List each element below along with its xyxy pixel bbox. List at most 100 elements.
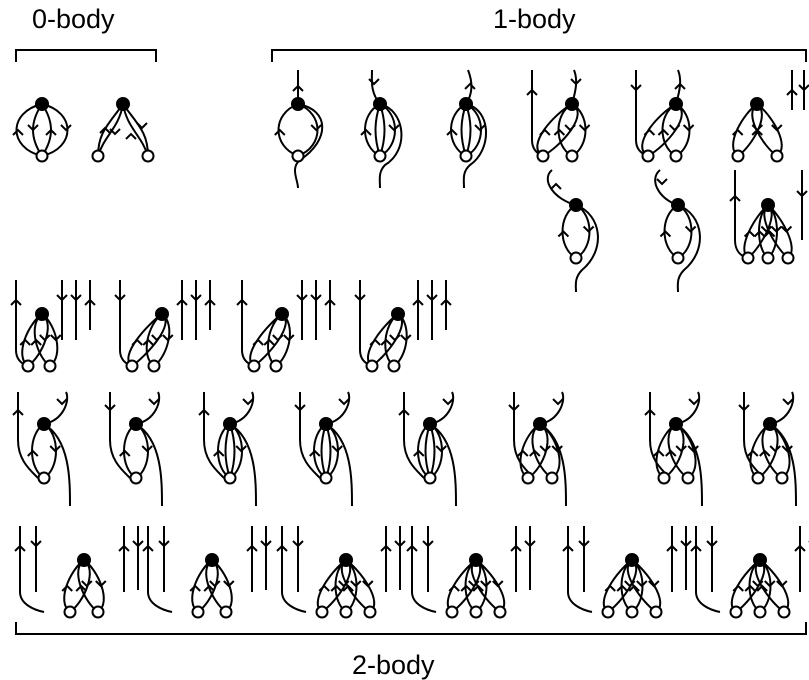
propagator-line (514, 392, 534, 478)
reference-vertex (567, 151, 578, 162)
bracket-2-body (16, 622, 806, 634)
reference-vertex (221, 607, 232, 618)
arrow-up-icon (540, 130, 550, 135)
reference-vertex (93, 151, 104, 162)
interaction-vertex (764, 418, 776, 430)
arrow-down-icon (369, 79, 379, 84)
reference-vertex (743, 253, 754, 264)
diagram-2body-r4-4 (295, 392, 352, 506)
arrow-down-icon (565, 125, 575, 130)
reference-vertex (763, 253, 774, 264)
diagram-2body-r3-2 (115, 280, 215, 372)
propagator-line (380, 104, 385, 156)
propagator-line (230, 424, 235, 478)
interaction-vertex (206, 554, 218, 566)
interaction-vertex (470, 554, 482, 566)
propagator-line (412, 526, 436, 612)
propagator-line (568, 526, 592, 612)
diagram-1body-5 (631, 70, 694, 162)
arrow-down-icon (149, 399, 159, 404)
reference-vertex (777, 473, 788, 484)
propagator-line (426, 424, 431, 478)
reference-vertex (659, 473, 670, 484)
interaction-vertex (224, 418, 236, 430)
interaction-vertex (626, 554, 638, 566)
propagator-line (696, 526, 720, 612)
propagator-line (123, 104, 148, 156)
reference-vertex (471, 607, 482, 618)
interaction-vertex (36, 308, 48, 320)
reference-vertex (651, 607, 662, 618)
reference-vertex (538, 151, 549, 162)
reference-vertex (461, 151, 472, 162)
interaction-vertex (36, 98, 48, 110)
reference-vertex (447, 607, 458, 618)
reference-vertex (193, 607, 204, 618)
reference-vertex (143, 151, 154, 162)
interaction-vertex (534, 418, 546, 430)
interaction-vertex (424, 418, 436, 430)
reference-vertex (731, 607, 742, 618)
reference-vertex (547, 473, 558, 484)
diagram-2body-r5-5 (563, 526, 691, 618)
reference-vertex (753, 473, 764, 484)
diagram-2body-r5-3 (277, 526, 405, 618)
bracket-1-body (272, 50, 806, 62)
arrow-down-icon (57, 399, 67, 404)
arrow-down-icon (82, 581, 92, 586)
propagator-line (676, 424, 702, 506)
propagator-line (326, 424, 331, 478)
interaction-vertex (292, 98, 304, 110)
arrow-up-icon (449, 586, 459, 591)
arrow-down-icon (243, 399, 253, 404)
diagram-2body-r4-2 (105, 392, 162, 506)
arrow-up-icon (126, 134, 136, 139)
diagram-2body-r5-4 (407, 526, 535, 618)
reference-vertex (627, 607, 638, 618)
propagator-line (466, 104, 471, 156)
reference-vertex (733, 151, 744, 162)
diagram-2body-r4-1 (13, 392, 70, 506)
arrow-up-icon (745, 232, 755, 237)
diagram-2body-r4-8 (739, 392, 796, 506)
reference-vertex (131, 473, 142, 484)
arrow-up-icon (190, 586, 200, 591)
arrow-up-icon (551, 184, 561, 189)
arrow-down-icon (339, 399, 349, 404)
reference-vertex (293, 151, 304, 162)
interaction-vertex (156, 308, 168, 320)
arrow-up-icon (370, 340, 380, 345)
reference-vertex (683, 473, 694, 484)
reference-vertex (365, 607, 376, 618)
arrow-down-icon (163, 335, 173, 340)
arrow-down-icon (670, 125, 680, 130)
reference-vertex (93, 607, 104, 618)
arrow-down-icon (770, 446, 780, 451)
propagator-line (44, 424, 70, 506)
arrow-up-icon (253, 340, 263, 345)
reference-vertex (425, 473, 436, 484)
reference-vertex (367, 361, 378, 372)
propagator-line (20, 526, 44, 612)
diagram-2body-r4-5 (399, 392, 456, 506)
reference-vertex (39, 473, 50, 484)
diagram-1body-9 (730, 170, 807, 264)
arrow-down-icon (676, 446, 686, 451)
interaction-vertex (570, 199, 582, 211)
interaction-vertex (460, 98, 472, 110)
interaction-vertex (276, 308, 288, 320)
reference-vertex (772, 151, 783, 162)
reference-vertex (673, 253, 684, 264)
propagator-line (282, 526, 306, 612)
interaction-vertex (38, 418, 50, 430)
interaction-vertex (392, 308, 404, 320)
arrow-up-icon (605, 586, 615, 591)
arrow-down-icon (689, 399, 699, 404)
reference-vertex (603, 607, 614, 618)
interaction-vertex (672, 199, 684, 211)
reference-vertex (779, 607, 790, 618)
reference-vertex (317, 607, 328, 618)
reference-vertex (271, 361, 282, 372)
arrow-down-icon (443, 399, 453, 404)
reference-vertex (495, 607, 506, 618)
